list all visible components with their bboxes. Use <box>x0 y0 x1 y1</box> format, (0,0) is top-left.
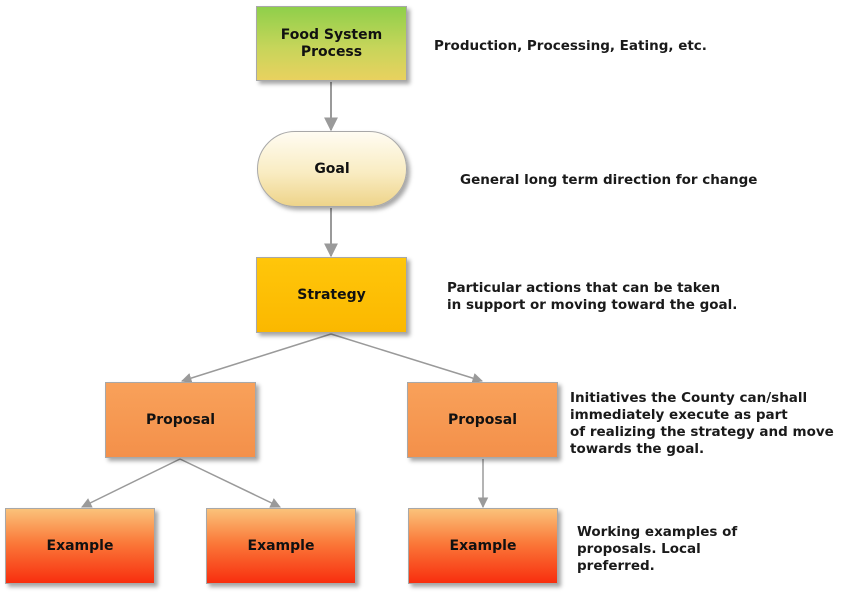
proposal-right-node: Proposal <box>407 382 558 458</box>
example-node-3: Example <box>408 508 558 584</box>
goal-label: Goal <box>314 160 350 177</box>
example-description: Working examples of proposals. Local pre… <box>577 524 738 574</box>
arrow-strategy-to-proposal-right <box>330 333 484 384</box>
example-node-1: Example <box>5 508 155 584</box>
goal-node: Goal <box>257 131 407 207</box>
strategy-label: Strategy <box>297 286 366 303</box>
food-system-process-label: Food System Process <box>280 26 383 60</box>
proposal-left-label: Proposal <box>145 411 215 428</box>
strategy-description: Particular actions that can be taken in … <box>447 280 738 313</box>
arrow-strategy-to-proposal-left <box>180 333 332 384</box>
example-1-label: Example <box>46 537 114 554</box>
example-2-label: Example <box>247 537 315 554</box>
food-system-process-description: Production, Processing, Eating, etc. <box>434 38 707 54</box>
proposal-description: Initiatives the County can/shall immedia… <box>570 390 834 457</box>
goal-description: General long term direction for change <box>460 172 758 188</box>
example-node-2: Example <box>206 508 356 584</box>
example-3-label: Example <box>449 537 517 554</box>
food-system-process-node: Food System Process <box>256 6 407 81</box>
arrow-proposal-left-to-example-1 <box>81 458 181 508</box>
proposal-right-label: Proposal <box>447 411 517 428</box>
arrow-proposal-left-to-example-2 <box>179 458 281 508</box>
proposal-left-node: Proposal <box>105 382 256 458</box>
strategy-node: Strategy <box>256 257 407 333</box>
